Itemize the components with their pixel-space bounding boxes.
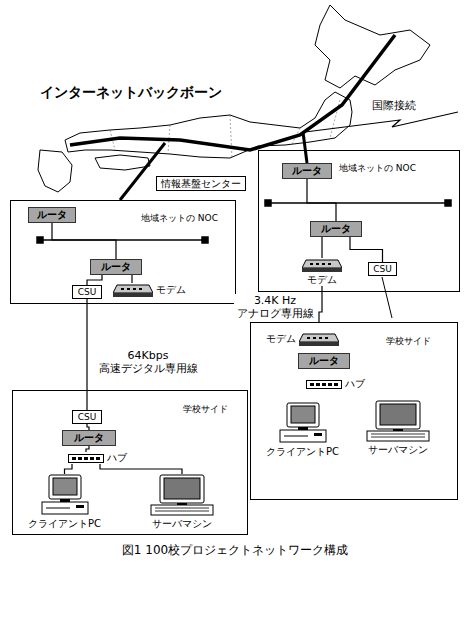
modem-icon <box>113 283 153 297</box>
shikoku <box>95 155 150 170</box>
hokkaido <box>315 5 430 88</box>
outgoing-line <box>382 277 392 318</box>
site-box: 地域ネットの NOCルータルータCSUモデム <box>10 200 236 304</box>
box-text: ルータ <box>37 208 67 222</box>
modem-icon <box>299 332 339 346</box>
device-label: ハブ <box>107 452 127 464</box>
site-title: 学校サイド <box>183 404 228 415</box>
line-label: 64Kbps 高速デジタル専用線 <box>96 349 200 375</box>
box-text: ルータ <box>321 222 351 236</box>
backbone-link <box>120 143 165 200</box>
site-box: 学校サイド CSU ルータハブクライアントPC サーバマシン <box>12 390 248 535</box>
box-text: ルータ <box>101 260 131 274</box>
pc-icon <box>40 474 90 516</box>
box-text: 情報基盤センター <box>161 177 241 191</box>
modem-node: モデム <box>266 332 339 346</box>
pc-icon <box>278 402 328 444</box>
client-pc-node: クライアントPC <box>266 402 339 458</box>
connector <box>131 275 132 283</box>
international-link <box>305 112 458 132</box>
client-pc-node: クライアントPC <box>28 474 101 530</box>
box-text: ルータ <box>74 431 104 445</box>
line-label: 3.4K Hz アナログ専用線 <box>234 294 316 320</box>
server-node: サーバマシン <box>150 474 214 530</box>
csu-box: CSU <box>72 285 102 299</box>
box-text: CSU <box>78 412 97 422</box>
modem-node: モデム <box>113 283 186 297</box>
site-box: 地域ネットの NOCルータルータモデムCSU <box>258 150 460 292</box>
device-label: サーバマシン <box>368 444 428 456</box>
figure-caption: 図1 100校プロジェクトネットワーク構成 <box>0 542 470 559</box>
router-box: ルータ <box>282 163 332 179</box>
box-text: ルータ <box>292 164 322 178</box>
connector <box>65 464 73 474</box>
lan-bus <box>37 200 451 243</box>
backbone-link <box>303 132 307 163</box>
box-text: ルータ <box>309 354 339 368</box>
map-label: 国際接続 <box>372 98 416 113</box>
center-box: 情報基盤センター <box>156 176 246 191</box>
modem-icon <box>302 258 342 272</box>
device-label: クライアントPC <box>28 518 101 530</box>
server-icon <box>366 400 430 442</box>
modem-node: モデム <box>302 258 342 286</box>
hub-node: ハブ <box>68 452 127 464</box>
router-box: ルータ <box>310 221 362 237</box>
csu-box: CSU <box>368 262 397 276</box>
box-text: CSU <box>373 264 392 274</box>
device-label: ハブ <box>345 378 365 390</box>
device-label: モデム <box>266 333 296 345</box>
japan-map <box>38 5 430 192</box>
site-title: 地域ネットの NOC <box>339 163 416 174</box>
csu-box: CSU <box>72 410 102 424</box>
device-label: クライアントPC <box>266 446 339 458</box>
server-node: サーバマシン <box>366 400 430 456</box>
site-title: 学校サイド <box>386 336 431 347</box>
hub-node: ハブ <box>306 378 365 390</box>
router-box: ルータ <box>62 430 116 446</box>
connector <box>52 223 116 259</box>
hub-icon <box>68 454 104 463</box>
connector <box>100 464 182 474</box>
connector <box>86 299 87 410</box>
connector <box>307 179 336 221</box>
device-label: モデム <box>156 284 186 296</box>
server-icon <box>150 474 214 516</box>
connector <box>321 237 322 258</box>
connector <box>87 275 102 285</box>
site-box: 学校サイド モデムルータハブクライアントPC サーバマシン <box>250 322 458 500</box>
kyushu <box>38 150 72 192</box>
site-title: 地域ネットの NOC <box>141 213 218 224</box>
map-label: インターネットバックボーン <box>40 84 222 102</box>
device-label: サーバマシン <box>152 518 212 530</box>
router-box: ルータ <box>298 353 350 369</box>
honshu <box>65 92 352 158</box>
hub-icon <box>306 380 342 389</box>
box-text: CSU <box>78 287 97 297</box>
connector <box>86 446 89 452</box>
device-label: モデム <box>307 274 337 286</box>
connector <box>350 237 383 262</box>
router-box: ルータ <box>28 207 76 223</box>
router-box: ルータ <box>90 259 142 275</box>
